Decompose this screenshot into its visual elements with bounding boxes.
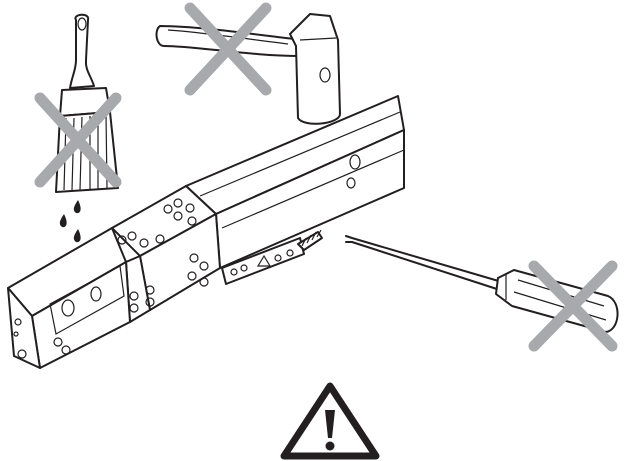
warning-triangle-icon <box>280 382 380 460</box>
x-mark-icon <box>34 92 122 188</box>
x-mark-icon <box>184 2 272 96</box>
paint-drop-icon <box>59 200 81 243</box>
x-mark-icon <box>528 260 618 352</box>
door-closer-body <box>7 95 405 369</box>
